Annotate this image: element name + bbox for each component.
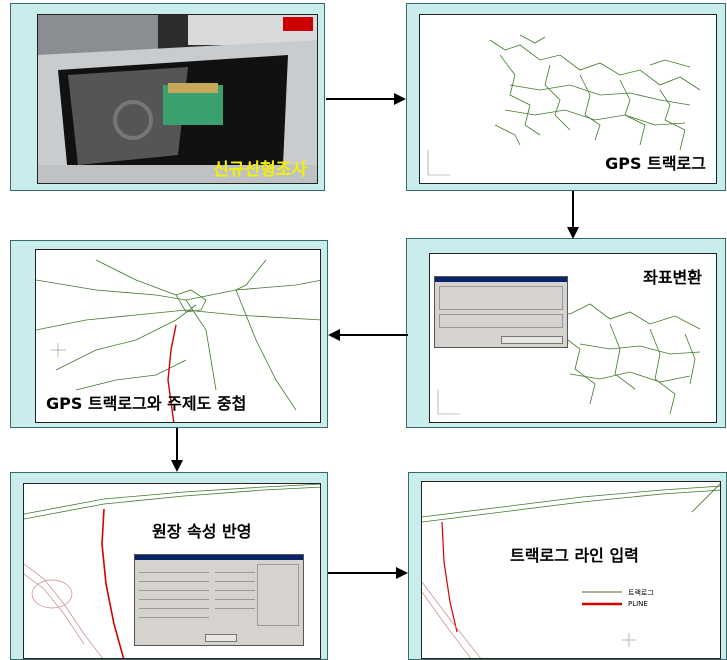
attribute-dialog-buttons[interactable]: [205, 634, 237, 642]
line-input-drawing: [422, 483, 720, 658]
attribute-dialog-right-group[interactable]: [257, 564, 299, 626]
attribute-dialog-titlebar: [135, 555, 303, 560]
line-input-caption: 트랙로그 라인 입력: [510, 546, 639, 565]
coord-transform-map: 좌표변환: [429, 253, 717, 423]
survey-photo: 신규선형조사: [37, 14, 318, 184]
survey-caption: 신규선형조사: [213, 160, 307, 180]
arrow-overlay-to-attribute: [171, 428, 183, 472]
attribute-dialog-middle-fields[interactable]: [215, 564, 255, 638]
arrow-attribute-to-line-input: [328, 567, 408, 579]
panel-gps-tracklog: GPS 트랙로그: [406, 3, 726, 191]
coordinate-system-dialog[interactable]: [434, 276, 568, 348]
legend-pline-label: PLINE: [628, 600, 648, 608]
overlay-network-drawing: [36, 259, 320, 422]
gps-tracklog-caption: GPS 트랙로그: [605, 154, 706, 173]
arrow-gps-to-transform: [567, 191, 579, 239]
panel-coord-transform: 좌표변환: [406, 238, 726, 428]
legend-tracklog-label: 트랙로그: [628, 589, 654, 597]
attribute-dialog-left-fields[interactable]: [139, 564, 209, 638]
attribute-caption: 원장 속성 반영: [152, 522, 252, 541]
dialog-titlebar: [435, 277, 567, 282]
dialog-group-source: [439, 314, 563, 328]
arrow-transform-to-overlay: [328, 329, 408, 341]
attribute-map-drawing: [24, 484, 320, 658]
overlay-map: GPS 트랙로그와 주제도 중첩: [35, 249, 321, 423]
dialog-buttons[interactable]: [501, 336, 563, 344]
car-photo-illustration: [38, 15, 317, 183]
line-input-map: 트랙로그 PLINE 트랙로그 라인 입력: [421, 481, 721, 659]
coord-transform-caption: 좌표변환: [643, 268, 702, 287]
panel-attribute: 원장 속성 반영: [10, 472, 328, 660]
tracklog-network-drawing: [427, 34, 701, 176]
gps-tracklog-map: GPS 트랙로그: [419, 14, 717, 184]
panel-survey: 신규선형조사: [10, 3, 325, 191]
dialog-group-drawing: [439, 286, 563, 310]
arrow-survey-to-gps: [326, 93, 406, 105]
overlay-caption: GPS 트랙로그와 주제도 중첩: [46, 394, 247, 413]
panel-overlay: GPS 트랙로그와 주제도 중첩: [10, 240, 328, 428]
panel-line-input: 트랙로그 PLINE 트랙로그 라인 입력: [408, 472, 727, 660]
coord-network-drawing: [437, 303, 701, 415]
attribute-dialog[interactable]: [134, 554, 304, 646]
attribute-map: 원장 속성 반영: [23, 483, 321, 659]
